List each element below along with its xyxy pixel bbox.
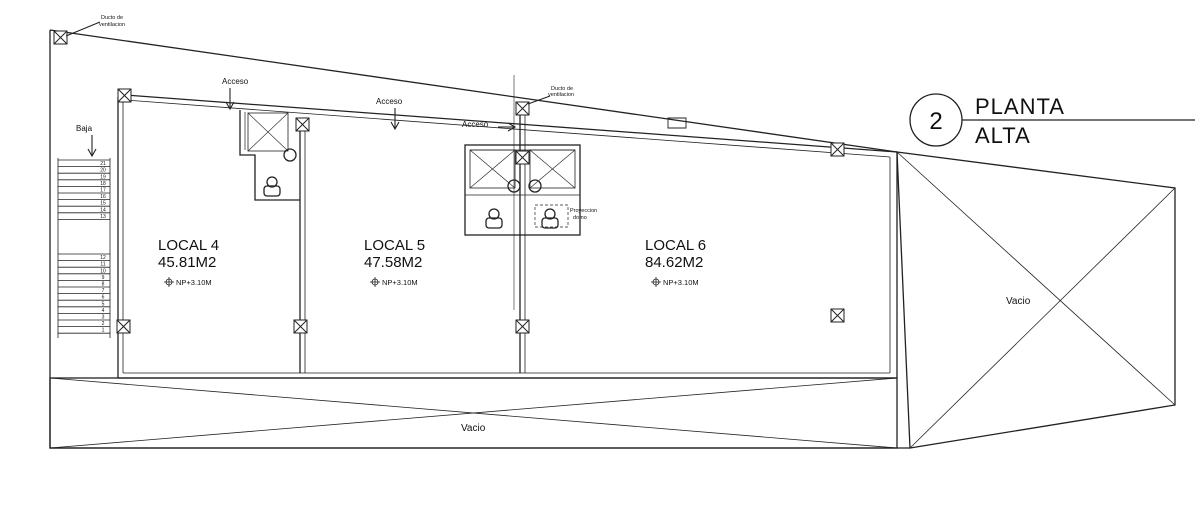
room-name: LOCAL 5 — [364, 237, 425, 254]
toilet-icon-local5 — [507, 179, 521, 193]
stair-step-number: 14 — [100, 207, 106, 213]
sink-base-local5 — [485, 217, 503, 229]
arrow-down-icon — [225, 88, 235, 111]
leader-line — [527, 95, 551, 105]
restroom-local4 — [239, 110, 300, 201]
column-icon — [515, 319, 530, 334]
plan-number: 2 — [929, 108, 942, 135]
column-icon — [293, 319, 308, 334]
void-label-bottom: Vacio — [461, 423, 486, 434]
column-icon — [515, 150, 530, 165]
local-front-wall-inner — [124, 99, 891, 158]
stair-step-number: 10 — [100, 268, 106, 274]
stair-step-number: 6 — [102, 295, 105, 301]
plan-title-line2: ALTA — [975, 123, 1031, 148]
vent-label-line2: ventilacion — [548, 92, 574, 98]
shaft-local4-x2 — [247, 112, 289, 152]
down-label: Baja — [76, 124, 93, 133]
access-label: Acceso — [222, 77, 249, 86]
roof-edge-diagonal — [49, 29, 898, 153]
shaft-local4 — [247, 112, 289, 152]
column-icon — [117, 88, 132, 103]
sink-icon-local5 — [488, 208, 500, 220]
vent-label-line2: ventilacion — [99, 22, 125, 28]
column-icon — [515, 101, 530, 116]
stair-step-number: 15 — [100, 201, 106, 207]
column-icon — [830, 142, 845, 157]
room-area: 47.58M2 — [364, 254, 422, 271]
void-right-cross-2 — [909, 187, 1176, 449]
stair-step-number: 12 — [100, 255, 106, 261]
sink-icon-local6 — [544, 208, 556, 220]
stair-step-number: 5 — [102, 301, 105, 307]
access-label: Acceso — [462, 120, 489, 129]
stair-step-number: 7 — [102, 288, 105, 294]
stair-step-number: 17 — [100, 188, 106, 194]
plan-title-line1: PLANTA — [975, 94, 1065, 119]
room-name: LOCAL 4 — [158, 237, 219, 254]
stair-step-number: 2 — [102, 321, 105, 327]
shaft-local6 — [529, 149, 576, 189]
room-area: 45.81M2 — [158, 254, 216, 271]
sink-base-local4 — [263, 185, 281, 197]
stair-step-number: 8 — [102, 282, 105, 288]
stair-step-number: 13 — [100, 214, 106, 220]
column-icon — [53, 30, 68, 45]
stair-step-number: 21 — [100, 161, 106, 167]
arrow-down-icon — [87, 135, 97, 158]
dome-projection — [534, 204, 569, 228]
toilet-icon-local4 — [283, 148, 297, 162]
restroom-block-5-6 — [464, 144, 581, 236]
void-right-cross-1 — [896, 151, 1176, 406]
level-marker-icon — [164, 277, 174, 287]
arrow-right-icon — [498, 122, 517, 132]
projection-label-line2: domo — [573, 215, 587, 221]
column-mark-top — [667, 117, 687, 129]
room-level: NP+3.10M — [663, 278, 699, 287]
stair-step-number: 9 — [102, 275, 105, 281]
level-marker-icon — [370, 277, 380, 287]
room-level: NP+3.10M — [382, 278, 418, 287]
room-name: LOCAL 6 — [645, 237, 706, 254]
level-marker-icon — [651, 277, 661, 287]
room-area: 84.62M2 — [645, 254, 703, 271]
toilet-icon-local6 — [528, 179, 542, 193]
shaft-local6-x2 — [529, 149, 576, 189]
sink-base-local6 — [541, 217, 559, 229]
stair-step-number: 4 — [102, 308, 105, 314]
vent-label-line1: Ducto de — [101, 15, 123, 21]
stair-step-number: 18 — [100, 181, 106, 187]
projection-label-line1: Proyeccion — [570, 208, 597, 214]
stair-step-number: 16 — [100, 194, 106, 200]
room-level: NP+3.10M — [176, 278, 212, 287]
access-label: Acceso — [376, 97, 403, 106]
void-bottom-cross-2 — [49, 377, 898, 449]
staircase — [57, 158, 111, 338]
stair-step-number: 1 — [102, 328, 105, 334]
shaft-local5 — [469, 149, 516, 189]
column-icon — [295, 117, 310, 132]
stair-step-number: 3 — [102, 315, 105, 321]
vent-label-line1: Ducto de — [551, 86, 573, 92]
shaft-local5-x2 — [469, 149, 516, 189]
leader-line — [65, 21, 101, 37]
stair-step-number: 19 — [100, 174, 106, 180]
void-label-right: Vacio — [1006, 296, 1031, 307]
arrow-down-icon — [390, 108, 400, 131]
sink-icon-local4 — [266, 176, 278, 188]
column-icon — [830, 308, 845, 323]
local-front-wall — [124, 94, 898, 153]
stair-step-number: 20 — [100, 168, 106, 174]
column-icon — [116, 319, 131, 334]
void-right-outline — [896, 151, 1176, 449]
stair-step-number: 11 — [100, 262, 105, 268]
